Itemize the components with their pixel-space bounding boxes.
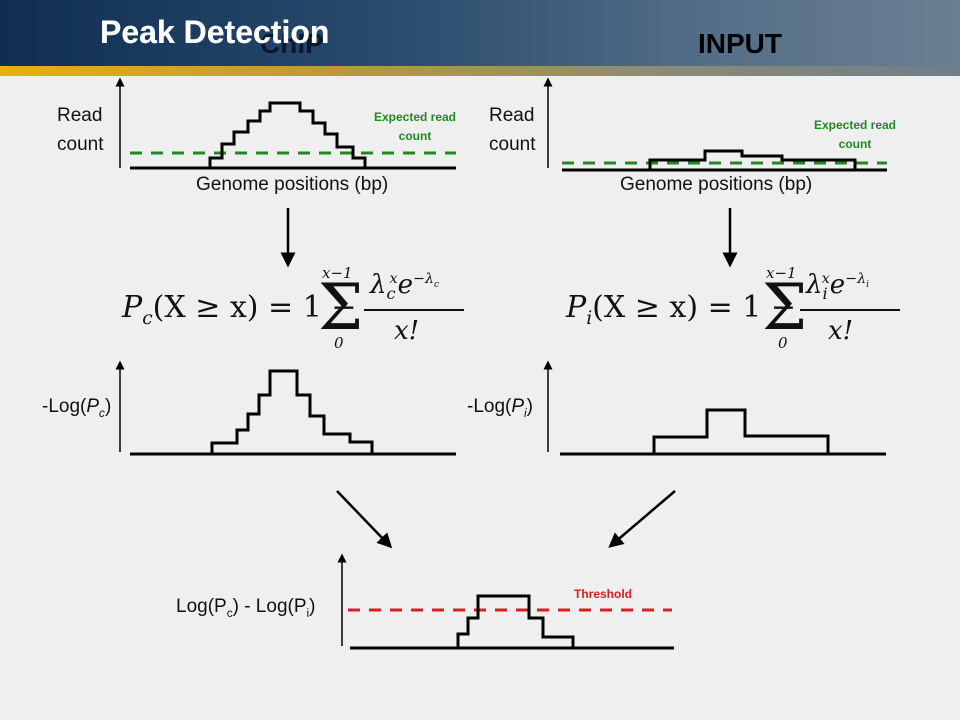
chip-genome-positions-label: Genome positions (bp) — [196, 174, 389, 195]
chip-expected-label: Expected read count — [373, 110, 457, 143]
chip-read-count-label: Read count — [57, 105, 104, 155]
input-read-steps — [648, 149, 857, 170]
header-bar — [0, 0, 960, 66]
input-diagonal-arrow — [608, 490, 676, 548]
input-neglog-panel — [543, 360, 886, 456]
input-neglog-steps — [652, 408, 830, 454]
input-expected-label: Expected read count — [813, 118, 897, 151]
chip-neglog-panel — [115, 360, 456, 456]
log-difference-label: Log(Pc) - Log(Pi) — [176, 596, 316, 620]
threshold-label: Threshold — [574, 587, 633, 601]
slide-title: Peak Detection — [100, 14, 330, 50]
input-neglog-label: -Log(Pi) — [467, 396, 533, 420]
input-genome-positions-label: Genome positions (bp) — [620, 174, 813, 195]
input-read-count-panel — [543, 77, 887, 172]
chip-poisson-formula: Pc(X ≥ x) = 1 − x−1 Σ 0 λcxe−λc x! — [122, 262, 464, 362]
input-read-count-label: Read count — [489, 105, 536, 155]
slide-title-overlay: Peak Detection — [100, 14, 330, 50]
chip-neglog-label: -Log(Pc) — [42, 396, 112, 420]
chip-diagonal-arrow — [336, 490, 393, 549]
chip-read-count-panel — [115, 77, 456, 170]
input-column-title: INPUT — [698, 28, 782, 59]
header-stripe — [0, 66, 960, 76]
chip-column-title: ChIP — [260, 28, 324, 59]
diff-steps — [456, 594, 575, 648]
chip-neglog-steps — [210, 369, 374, 454]
chip-read-steps — [208, 101, 367, 168]
input-poisson-formula: Pi(X ≥ x) = 1 − x−1 Σ 0 λixe−λi x! — [566, 262, 906, 362]
log-difference-panel — [337, 553, 674, 650]
